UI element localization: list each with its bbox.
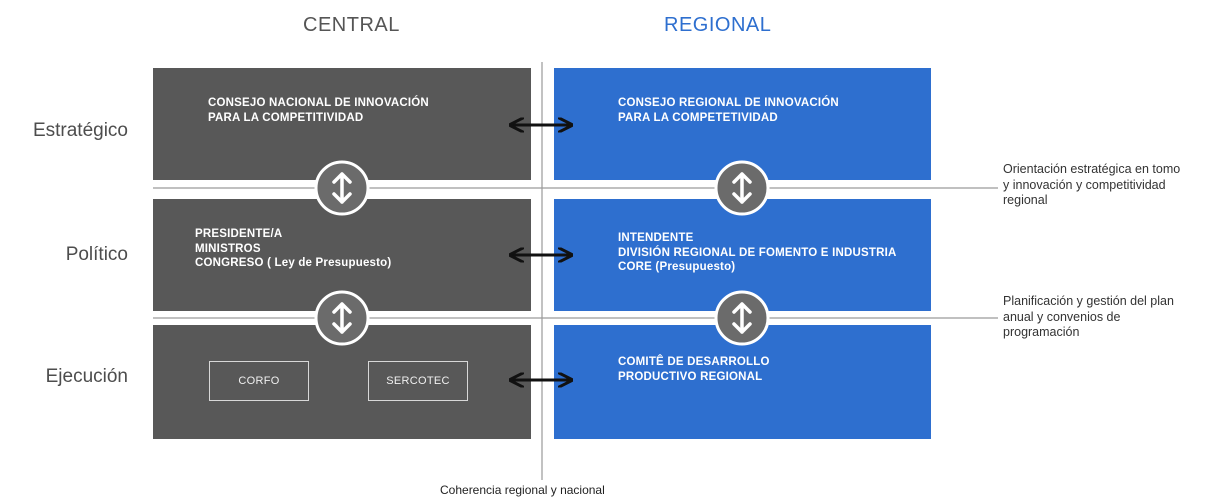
corfo-box: CORFO	[209, 361, 309, 401]
central-political-text: PRESIDENTE/A MINISTROS CONGRESO ( Ley de…	[195, 227, 391, 271]
central-political-line: PRESIDENTE/A	[195, 228, 283, 240]
regional-political-line: INTENDENTE	[618, 232, 694, 244]
row-label-strategic: Estratégico	[32, 120, 128, 141]
vertical-double-arrow-icon	[714, 160, 770, 216]
coherence-caption: Coherencia regional y nacional	[440, 483, 605, 497]
planning-note: Planificación y gestión del plan anual y…	[1003, 294, 1218, 341]
note-line: programación	[1003, 325, 1080, 339]
central-political-line: MINISTROS	[195, 242, 261, 255]
central-strategic-line: CONSEJO NACIONAL DE INNOVACIÓN	[208, 97, 429, 109]
regional-execution-text: COMITÊ DE DESARROLLO PRODUCTIVO REGIONAL	[618, 355, 770, 384]
regional-political-line: DIVISIÓN REGIONAL DE FOMENTO E INDUSTRIA	[618, 246, 897, 259]
vertical-double-arrow-icon	[314, 290, 370, 346]
note-line: y innovación y competitividad	[1003, 177, 1166, 192]
note-line: Planificación y gestión del plan	[1003, 294, 1174, 308]
regional-strategic-line: CONSEJO REGIONAL DE INNOVACIÓN	[618, 97, 839, 109]
note-line: regional	[1003, 193, 1048, 207]
note-line: anual y convenios de	[1003, 309, 1121, 324]
row-label-political: Político	[65, 244, 128, 265]
note-line: Orientación estratégica en tomo	[1003, 162, 1181, 176]
strategic-orientation-note: Orientación estratégica en tomo y innova…	[1003, 162, 1218, 209]
regional-execution-line: COMITÊ DE DESARROLLO	[618, 356, 770, 368]
vertical-double-arrow-icon	[314, 160, 370, 216]
vertical-double-arrow-icon	[714, 290, 770, 346]
row-label-execution: Ejecución	[45, 366, 128, 387]
regional-political-line: CORE (Presupuesto)	[618, 261, 736, 273]
central-political-line: CONGRESO ( Ley de Presupuesto)	[195, 257, 392, 269]
central-column-heading: CENTRAL	[303, 14, 400, 36]
regional-column-heading: REGIONAL	[664, 14, 772, 36]
regional-strategic-text: CONSEJO REGIONAL DE INNOVACIÓN PARA LA C…	[618, 96, 839, 125]
regional-execution-line: PRODUCTIVO REGIONAL	[618, 370, 763, 383]
sercotec-box: SERCOTEC	[368, 361, 468, 401]
central-strategic-text: CONSEJO NACIONAL DE INNOVACIÓN PARA LA C…	[208, 96, 429, 125]
regional-strategic-line: PARA LA COMPETETIVIDAD	[618, 111, 778, 124]
central-strategic-line: PARA LA COMPETITIVIDAD	[208, 111, 364, 124]
regional-political-text: INTENDENTE DIVISIÓN REGIONAL DE FOMENTO …	[618, 231, 897, 275]
